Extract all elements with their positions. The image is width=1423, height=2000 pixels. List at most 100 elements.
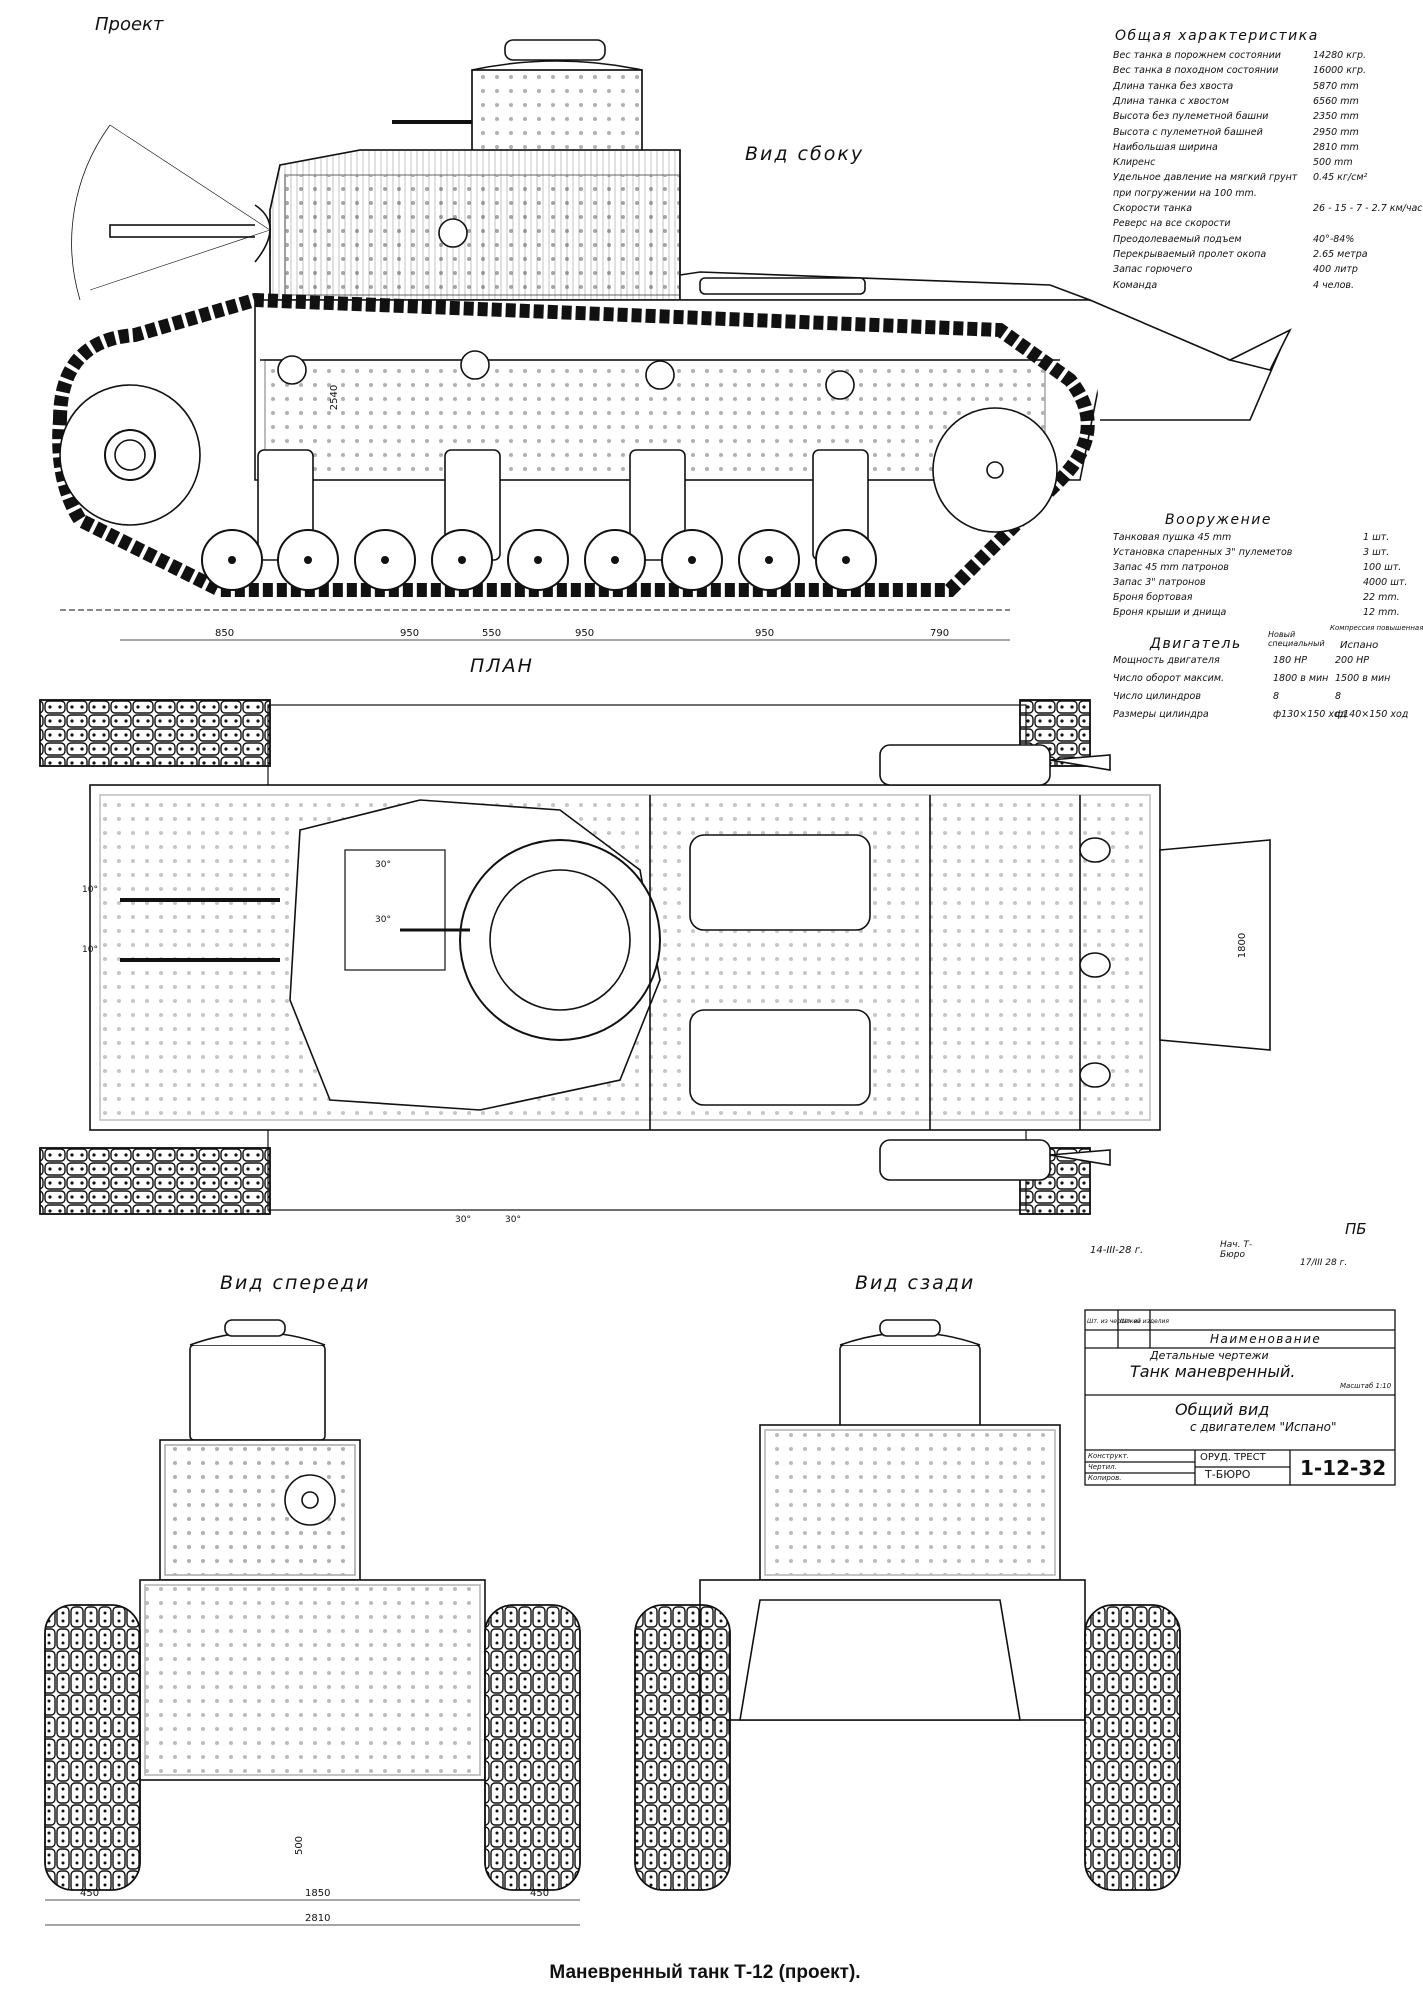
engine-col-hispano-note: Компрессия повышенная: [1330, 624, 1423, 632]
general-spec-table: Вес танка в порожнем состоянии 14280 кгр.…: [1113, 50, 1423, 300]
tb-sheet-sub: с двигателем "Испано": [1190, 1420, 1337, 1434]
project-label: Проект: [95, 14, 164, 35]
general-spec-label: Преодолеваемый подъем: [1113, 233, 1242, 245]
tb-col-drawing: Шт. из чертежей: [1087, 1318, 1141, 1325]
general-spec-label: Скорости танка: [1113, 203, 1193, 214]
signature-left-date: 14-III-28 г.: [1090, 1245, 1144, 1256]
armament-label: Установка спаренных 3" пулеметов: [1113, 547, 1293, 558]
general-spec-value: 5870 mm: [1313, 80, 1359, 92]
general-spec-label: при погружении на 100 mm.: [1113, 187, 1257, 199]
general-spec-label: Вес танка в порожнем состоянии: [1113, 50, 1281, 61]
engine-label: Размеры цилиндра: [1113, 709, 1209, 720]
engine-new-value: 8: [1273, 691, 1280, 702]
side-view-title: Вид сбоку: [745, 143, 865, 165]
general-spec-label: Высота без пулеметной башни: [1113, 111, 1269, 123]
armament-value: 22 mm.: [1363, 592, 1400, 603]
armament-title: Вооружение: [1165, 512, 1272, 528]
tb-sheet-title: Общий вид: [1175, 1400, 1270, 1419]
engine-new-value: ф130×150 ход: [1273, 709, 1347, 720]
armament-label: Броня крыши и днища: [1113, 607, 1227, 618]
armament-table: Танковая пушка 45 mm 1 шт. Установка спаре…: [1113, 532, 1407, 624]
rear-view-drawing: [634, 1319, 1181, 1891]
tower-dimension: 2540: [329, 384, 341, 411]
general-spec-label: Реверс на все скорости: [1113, 218, 1231, 230]
side-dimension-label: 950: [575, 628, 595, 639]
general-spec-value: 2.65 метра: [1313, 248, 1368, 260]
engine-table: Мощность двигателя 180 HP 200 HP Число обор…: [1113, 655, 1408, 735]
general-spec-label: Клиренс: [1113, 157, 1156, 169]
armament-value: 1 шт.: [1363, 532, 1390, 543]
engine-col-hispano: Испано: [1340, 640, 1379, 651]
tb-bureau: Т-БЮРО: [1205, 1468, 1251, 1481]
engine-new-value: 1800 в мин: [1273, 673, 1329, 684]
general-spec-value: 14280 кгр.: [1313, 50, 1367, 61]
front-view-title: Вид спереди: [220, 1272, 371, 1294]
armament-value: 3 шт.: [1363, 547, 1390, 558]
tb-role-label: Копиров.: [1088, 1474, 1122, 1482]
engine-hispano-value: 1500 в мин: [1335, 673, 1391, 684]
plan-view-title: План: [470, 655, 534, 677]
engine-label: Мощность двигателя: [1113, 655, 1220, 666]
signature-right-role: Нач. Т-Бюро: [1220, 1240, 1253, 1260]
tb-scale: Масштаб 1:10: [1340, 1382, 1392, 1390]
armament-label: Запас 45 mm патронов: [1113, 562, 1229, 573]
armament-label: Танковая пушка 45 mm: [1113, 532, 1232, 543]
general-spec-label: Наибольшая ширина: [1113, 141, 1218, 153]
general-spec-label: Высота с пулеметной башней: [1113, 126, 1263, 138]
general-spec-label: Вес танка в походном состоянии: [1113, 65, 1279, 77]
side-dimension-label: 550: [482, 628, 502, 639]
rear-view-title: Вид сзади: [855, 1272, 976, 1294]
general-spec-label: Команда: [1113, 279, 1158, 291]
general-spec-label: Удельное давление на мягкий грунт: [1113, 172, 1298, 184]
signature-right-date: 17/III 28 г.: [1300, 1258, 1348, 1268]
tb-trust: ОРУД. ТРЕСТ: [1200, 1452, 1266, 1463]
side-dimension-label: 850: [215, 628, 235, 639]
general-spec-value: 2350 mm: [1313, 111, 1359, 123]
general-spec-value: 400 литр: [1313, 264, 1358, 276]
engine-title: Двигатель: [1150, 636, 1242, 652]
general-spec-value: 40°-84%: [1313, 233, 1355, 245]
tb-number: 1-12-32: [1300, 1456, 1387, 1480]
general-spec-label: Запас горючего: [1113, 264, 1193, 276]
general-spec-value: 2950 mm: [1313, 126, 1359, 138]
general-spec-label: Перекрываемый пролет окопа: [1113, 248, 1267, 260]
side-view-drawing: [52, 39, 1292, 641]
engine-new-value: 180 HP: [1273, 655, 1308, 666]
figure-caption: Маневренный танк Т-12 (проект).: [549, 1962, 861, 1983]
general-spec-value: 4 челов.: [1313, 279, 1355, 291]
general-spec-label: Длина танка без хвоста: [1113, 80, 1234, 92]
tb-col-item: Шт. из изделия: [1120, 1318, 1169, 1325]
general-spec-value: 26 - 15 - 7 - 2.7 км/час: [1313, 203, 1423, 214]
side-dimension-label: 950: [755, 628, 775, 639]
general-spec-value: 0.45 кг/см²: [1313, 172, 1368, 184]
general-spec-value: 6560 mm: [1313, 95, 1359, 107]
general-spec-label: Длина танка с хвостом: [1113, 95, 1229, 107]
general-spec-value: 16000 кгр.: [1313, 65, 1367, 77]
tb-role-label: Чертил.: [1088, 1463, 1117, 1471]
plan-view-drawing: [39, 699, 1271, 1215]
title-block-frame: [1084, 1309, 1396, 1486]
tb-item-title: Танк маневренный.: [1130, 1362, 1296, 1381]
engine-label: Число оборот максим.: [1113, 673, 1225, 684]
front-view-drawing: [44, 1319, 581, 1926]
engine-col-new: Новый специальный: [1268, 630, 1325, 648]
armament-value: 12 mm.: [1363, 607, 1400, 618]
side-dimension-label: 790: [930, 628, 950, 639]
signature-initials: ПБ: [1345, 1220, 1367, 1238]
general-spec-value: 2810 mm: [1313, 141, 1359, 153]
general-spec-value: 500 mm: [1313, 157, 1353, 169]
general-spec-title: Общая характеристика: [1115, 28, 1319, 44]
armament-value: 100 шт.: [1363, 562, 1402, 573]
plan-width-dimension: 1800: [1237, 932, 1249, 959]
armament-value: 4000 шт.: [1363, 577, 1408, 588]
tb-row-detail: Детальные чертежи: [1150, 1349, 1269, 1362]
engine-hispano-value: 200 HP: [1335, 655, 1370, 666]
front-clearance-dimension: 500: [294, 1835, 306, 1856]
engine-label: Число цилиндров: [1113, 691, 1201, 702]
engine-hispano-value: 8: [1335, 691, 1342, 702]
engine-hispano-value: ф140×150 ход: [1335, 709, 1409, 720]
tb-col-name: Наименование: [1210, 1332, 1322, 1346]
armament-label: Запас 3" патронов: [1113, 577, 1206, 588]
